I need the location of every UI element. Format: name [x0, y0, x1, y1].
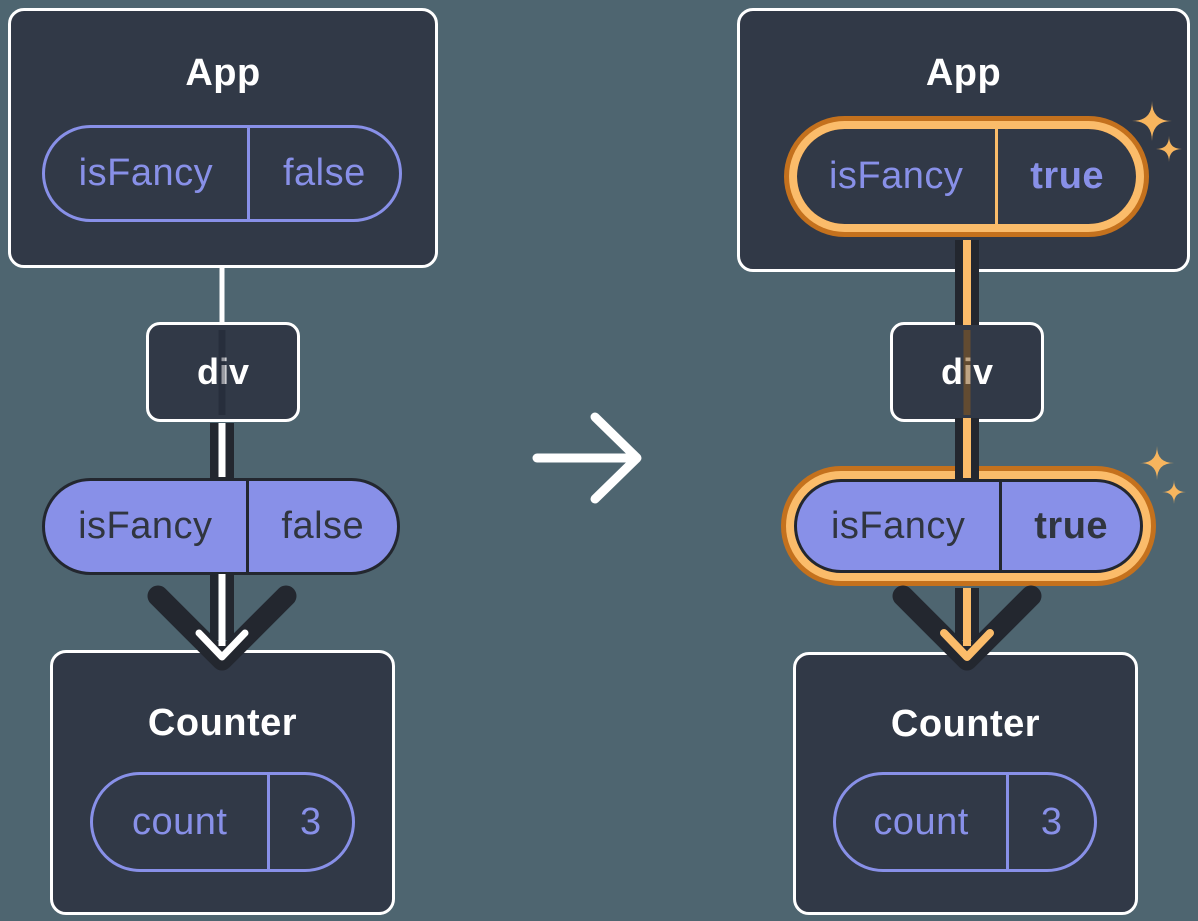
passed-prop-pill-before: isFancy false — [42, 478, 400, 575]
counter-state-pill-after: count 3 — [833, 772, 1097, 872]
app-title: App — [925, 52, 1002, 94]
counter-card-before: Counter count 3 — [50, 650, 395, 915]
prop-name: isFancy — [45, 481, 249, 572]
state-name: count — [836, 775, 1010, 869]
counter-title: Counter — [890, 703, 1041, 745]
sparkle-icon — [1140, 446, 1174, 480]
app-prop-pill-before: isFancy false — [42, 125, 402, 222]
prop-name: isFancy — [797, 482, 1003, 570]
state-value: 3 — [1040, 800, 1063, 843]
passed-prop-pill-after: isFancy true — [794, 479, 1143, 573]
app-prop-pill-after: isFancy true — [797, 129, 1136, 224]
state-name: count — [93, 775, 270, 869]
counter-title: Counter — [147, 702, 298, 744]
counter-card-after: Counter count 3 — [793, 652, 1138, 915]
prop-value: false — [281, 505, 365, 547]
app-card-after: App isFancy true — [737, 8, 1190, 272]
div-card-after: div — [890, 322, 1044, 422]
state-value: 3 — [299, 800, 322, 843]
div-label: div — [196, 351, 249, 392]
prop-value: true — [1034, 504, 1109, 547]
prop-value: false — [282, 152, 366, 194]
app-card-before: App isFancy false — [8, 8, 438, 268]
counter-state-pill-before: count 3 — [90, 772, 355, 872]
app-title: App — [185, 52, 261, 94]
prop-name: isFancy — [45, 128, 250, 219]
right-arrow-icon — [532, 412, 642, 504]
flow-arrowhead-dark-after — [892, 585, 1042, 671]
sparkle-icon — [1162, 480, 1186, 504]
div-card-before: div — [146, 322, 300, 422]
div-label: div — [940, 351, 993, 392]
prop-value: true — [1030, 155, 1105, 197]
prop-name: isFancy — [797, 129, 999, 224]
